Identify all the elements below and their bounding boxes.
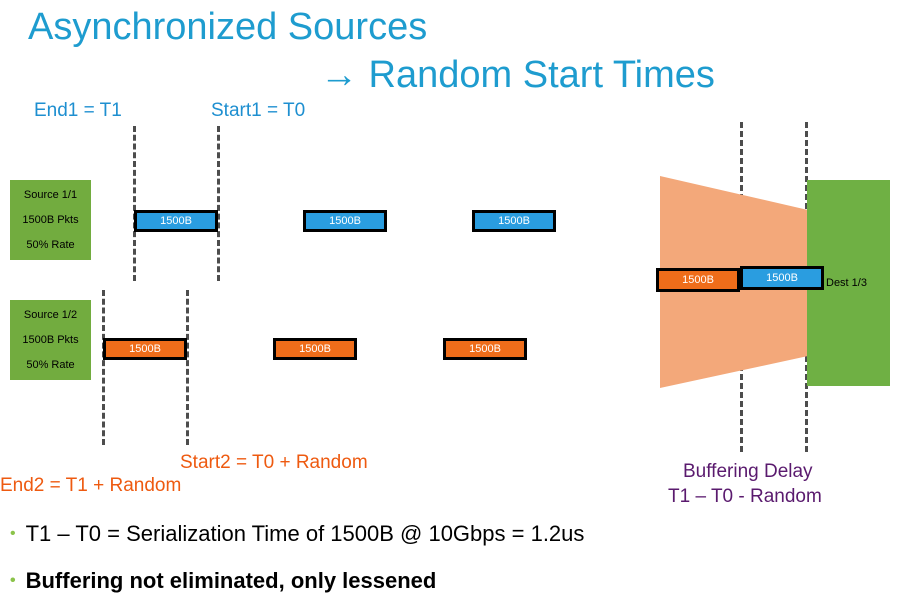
source-1-box: Source 1/1 1500B Pkts 50% Rate	[10, 180, 91, 260]
dest-label: Dest 1/3	[826, 277, 867, 289]
source-2-packet: 1500B	[443, 338, 527, 360]
source-1-pkts: 1500B Pkts	[22, 213, 79, 226]
source-2-box: Source 1/2 1500B Pkts 50% Rate	[10, 300, 91, 380]
bullet-item: • Buffering not eliminated, only lessened	[10, 568, 436, 594]
bullet-dot-icon: •	[10, 525, 16, 542]
page-subtitle: → Random Start Times	[320, 54, 715, 96]
source-2-rate: 50% Rate	[26, 359, 75, 372]
source-2-packet: 1500B	[273, 338, 357, 360]
source-2-packet: 1500B	[103, 338, 187, 360]
source-2-pkts: 1500B Pkts	[22, 333, 79, 346]
bullet-text: T1 – T0 = Serialization Time of 1500B @ …	[25, 521, 585, 546]
source-1-packet: 1500B	[472, 210, 556, 232]
buffering-delay-formula: T1 – T0 - Random	[668, 486, 822, 507]
buffering-delay-title: Buffering Delay	[683, 461, 813, 482]
end1-marker-line	[133, 126, 136, 281]
start1-marker-line	[217, 126, 220, 281]
source-2-name: Source 1/2	[23, 308, 78, 321]
source-1-rate: 50% Rate	[26, 239, 75, 252]
end1-label: End1 = T1	[34, 100, 122, 121]
page-title: Asynchronized Sources	[28, 6, 428, 48]
bullet-item: • T1 – T0 = Serialization Time of 1500B @…	[10, 521, 584, 547]
dest-packet-blue: 1500B	[740, 266, 824, 290]
start1-label: Start1 = T0	[211, 100, 306, 121]
source-1-name: Source 1/1	[23, 188, 78, 201]
start2-marker-line	[186, 290, 189, 445]
dest-packet-orange: 1500B	[656, 268, 740, 292]
start2-label: Start2 = T0 + Random	[180, 452, 368, 473]
end2-label: End2 = T1 + Random	[0, 475, 182, 496]
bullet-dot-icon: •	[10, 572, 16, 589]
end2-marker-line	[102, 290, 105, 445]
source-1-packet: 1500B	[134, 210, 218, 232]
bullet-text: Buffering not eliminated, only lessened	[25, 568, 437, 593]
source-1-packet: 1500B	[303, 210, 387, 232]
